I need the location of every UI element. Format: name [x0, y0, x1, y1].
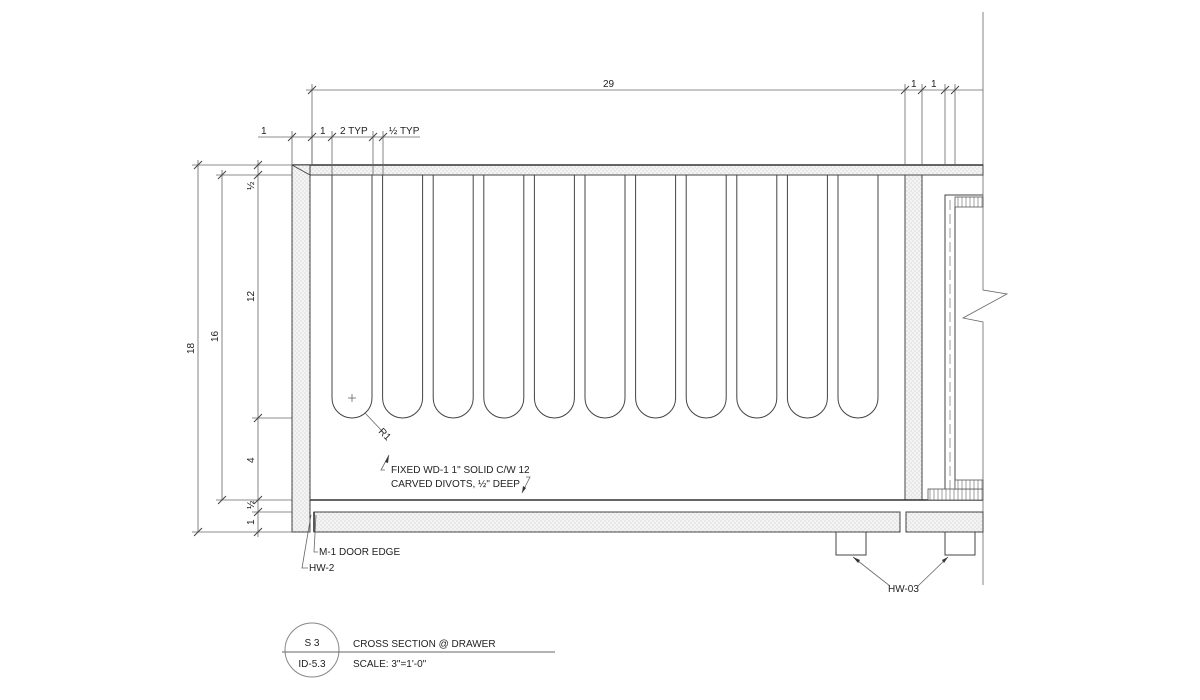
top-board	[291, 164, 984, 176]
dimension-tick	[307, 85, 317, 95]
drawer-front	[313, 511, 901, 533]
dimension-tick	[253, 527, 263, 537]
section-bubble	[284, 622, 340, 678]
dimension-tick	[253, 160, 263, 170]
note-fixed-line2: CARVED DIVOTS, ½" DEEP	[391, 479, 520, 490]
dim-overall-height: 18	[186, 342, 197, 354]
dimension-tick	[193, 160, 203, 170]
divot	[685, 175, 727, 419]
dim-divot-height: 12	[246, 290, 257, 302]
sheet-number: ID-5.3	[298, 659, 326, 670]
note-hw2: HW-2	[309, 563, 335, 574]
dimension-tick	[900, 85, 910, 95]
divot	[432, 175, 474, 419]
dim-right-1a: 1	[911, 79, 917, 90]
radius-label: R1	[376, 426, 393, 443]
dim-edge: 1	[320, 126, 326, 137]
dimension-tick	[950, 85, 960, 95]
dim-bottom: 1	[246, 519, 257, 525]
hardware-block	[835, 531, 867, 556]
dimension-tick	[368, 132, 378, 142]
dimension-tick	[287, 132, 297, 142]
dim-right-1b: 1	[931, 79, 937, 90]
hatch-top	[954, 196, 984, 208]
left-panel	[291, 164, 311, 533]
divot	[736, 175, 778, 419]
drawing-title: CROSS SECTION @ DRAWER	[353, 639, 496, 650]
divot	[331, 175, 373, 419]
divot	[786, 175, 828, 419]
right-panel	[904, 174, 923, 501]
dim-top-half: ½	[246, 181, 257, 190]
dim-below-divots: 4	[246, 457, 257, 463]
divot	[837, 175, 879, 419]
drawer-front-adjacent	[905, 511, 984, 533]
dimension-tick	[253, 413, 263, 423]
dimension-tick	[940, 85, 950, 95]
divot	[533, 175, 575, 419]
dim-overall-width: 29	[603, 79, 615, 90]
dim-divot-gap: ½ TYP	[389, 126, 420, 137]
dimension-lines-left	[192, 160, 292, 537]
note-fixed-line1: FIXED WD-1 1" SOLID C/W 12	[391, 465, 530, 476]
drawing-scale: SCALE: 3"=1'-0"	[353, 659, 427, 670]
dimension-tick	[253, 170, 263, 180]
dimension-tick	[217, 170, 227, 180]
wall-line	[961, 12, 1009, 585]
dim-left-panel: 1	[261, 126, 267, 137]
note-door-edge: M-1 DOOR EDGE	[319, 547, 400, 558]
dimension-lines-top	[258, 84, 983, 175]
carved-divots	[331, 175, 879, 419]
dimension-tick	[193, 527, 203, 537]
dimension-tick	[253, 507, 263, 517]
dimension-tick	[307, 132, 317, 142]
dimension-tick	[378, 132, 388, 142]
dimension-tick	[217, 495, 227, 505]
divot	[584, 175, 626, 419]
dimension-tick	[917, 85, 927, 95]
dimension-tick	[327, 132, 337, 142]
dim-shelf-half: ½	[246, 500, 257, 509]
note-hw03: HW-03	[888, 584, 919, 595]
dim-divot-width: 2 TYP	[340, 126, 368, 137]
divot	[635, 175, 677, 419]
hardware-block	[944, 531, 976, 556]
divot	[382, 175, 424, 419]
hatch-bottom	[927, 488, 984, 501]
dimension-tick	[253, 495, 263, 505]
divot	[483, 175, 525, 419]
dim-inner-height: 16	[210, 330, 221, 342]
section-number: S 3	[304, 638, 319, 649]
